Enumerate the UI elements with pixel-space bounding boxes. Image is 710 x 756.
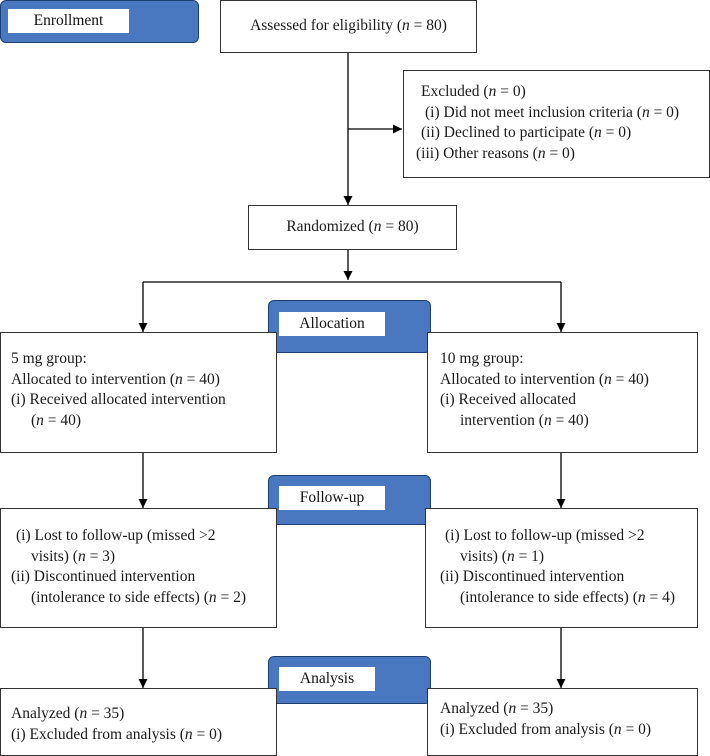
right-followup-box: (i) Lost to follow-up (missed >2 visits)… <box>425 508 698 628</box>
allocation-stage: Allocation <box>268 300 431 353</box>
followup-stage: Follow-up <box>268 475 431 525</box>
randomized-text: Randomized (n = 80) <box>286 218 419 236</box>
left-followup-box: (i) Lost to follow-up (missed >2 visits)… <box>0 508 277 628</box>
right-group-label: 10 mg group: <box>440 350 524 367</box>
right-lost: (i) Lost to follow-up (missed >2 <box>445 527 645 544</box>
right-allocated: Allocated to intervention (n = 40) <box>440 370 649 388</box>
excluded-item-other: (iii) Other reasons (n = 0) <box>416 144 575 162</box>
left-lost-n: visits) (n = 3) <box>31 547 116 565</box>
right-analysis-box: Analyzed (n = 35) (i) Excluded from anal… <box>427 688 698 756</box>
right-discontinued-n: (intolerance to side effects) (n = 4) <box>460 588 676 606</box>
left-allocated: Allocated to intervention (n = 40) <box>11 370 220 388</box>
right-allocation-box: 10 mg group: Allocated to intervention (… <box>427 332 698 453</box>
analysis-stage-label: Analysis <box>279 667 375 691</box>
left-discontinued-n: (intolerance to side effects) (n = 2) <box>31 588 247 606</box>
followup-stage-label: Follow-up <box>279 486 385 510</box>
assessed-text: Assessed for eligibility (n = 80) <box>250 17 447 35</box>
right-received: (i) Received allocated <box>440 391 576 408</box>
left-excluded-analysis: (i) Excluded from analysis (n = 0) <box>11 725 223 743</box>
assessed-box: Assessed for eligibility (n = 80) <box>220 0 477 53</box>
enrollment-stage: Enrollment <box>0 0 199 43</box>
left-received-n: (n = 40) <box>31 411 82 429</box>
excluded-item-inclusion: (i) Did not meet inclusion criteria (n =… <box>425 103 680 121</box>
left-analyzed: Analyzed (n = 35) <box>11 705 125 722</box>
excluded-box: Excluded (n = 0) (i) Did not meet inclus… <box>403 70 710 178</box>
left-group-label: 5 mg group: <box>11 350 87 367</box>
enrollment-stage-label: Enrollment <box>8 9 129 33</box>
allocation-stage-label: Allocation <box>279 312 385 336</box>
left-lost: (i) Lost to follow-up (missed >2 <box>16 527 216 544</box>
right-lost-n: visits) (n = 1) <box>460 547 545 565</box>
right-analyzed: Analyzed (n = 35) <box>440 700 554 717</box>
left-discontinued: (ii) Discontinued intervention <box>11 568 196 585</box>
right-discontinued: (ii) Discontinued intervention <box>440 568 625 585</box>
left-analysis-box: Analyzed (n = 35) (i) Excluded from anal… <box>0 688 277 756</box>
excluded-title: Excluded (n = 0) <box>421 83 526 100</box>
right-excluded-analysis: (i) Excluded from analysis (n = 0) <box>440 720 652 738</box>
left-received: (i) Received allocated intervention <box>11 391 226 408</box>
left-allocation-box: 5 mg group: Allocated to intervention (n… <box>0 332 277 453</box>
analysis-stage: Analysis <box>268 656 431 704</box>
right-received-n: intervention (n = 40) <box>460 411 589 429</box>
randomized-box: Randomized (n = 80) <box>248 205 457 250</box>
excluded-item-declined: (ii) Declined to participate (n = 0) <box>421 124 632 141</box>
